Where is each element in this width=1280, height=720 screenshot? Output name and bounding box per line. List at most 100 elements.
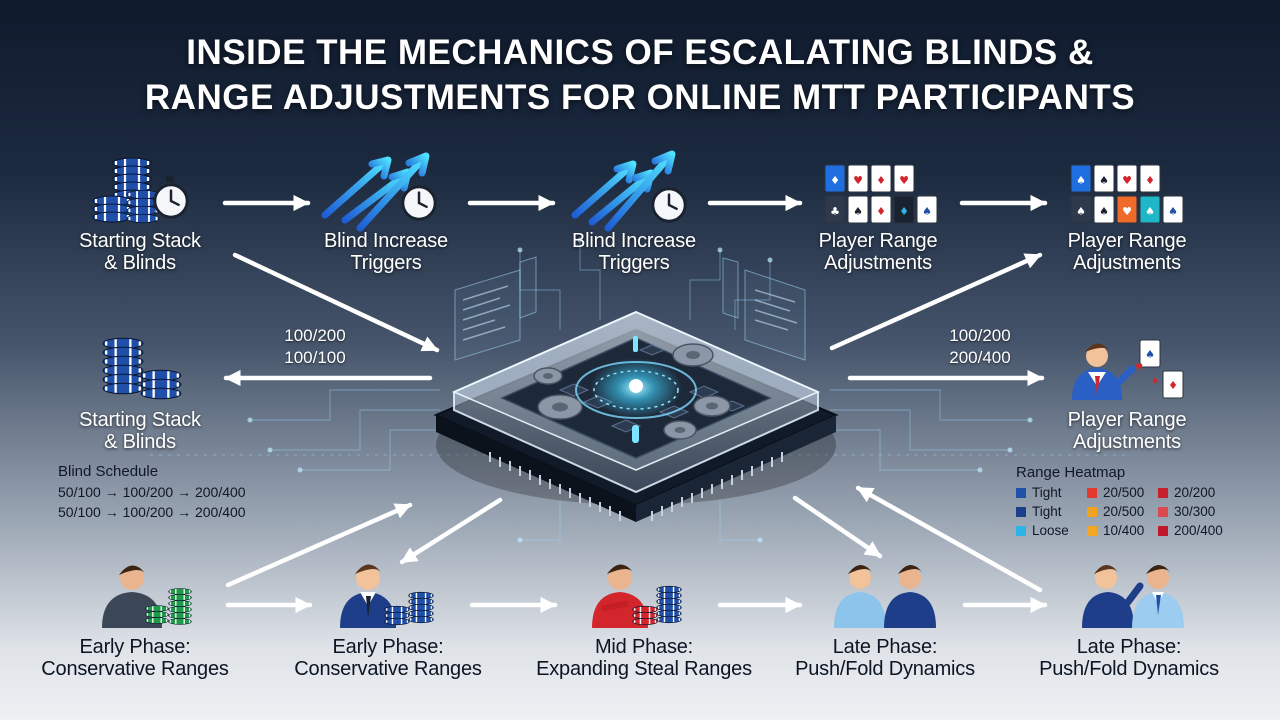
svg-text:♥: ♥ xyxy=(1122,205,1132,218)
heatmap-label: 20/500 xyxy=(1103,504,1145,519)
chip-stack-icon xyxy=(383,591,435,626)
heatmap-swatch xyxy=(1158,487,1168,498)
svg-text:♠: ♠ xyxy=(922,205,932,218)
heatmap-legend-item: 200/400 xyxy=(1158,521,1228,540)
card-suits: ♦♥ ♦♥ ♣♠ ♦♦ ♠ xyxy=(830,174,932,218)
blind-schedule-line: 50/100 → 100/200 → 200/400 xyxy=(58,504,246,520)
blind-level-left: 100/200 100/100 xyxy=(284,326,346,367)
svg-text:♦: ♦ xyxy=(1151,377,1159,387)
title-line-1: INSIDE THE MECHANICS OF ESCALATING BLIND… xyxy=(186,33,1094,72)
svg-text:♥: ♥ xyxy=(1122,174,1132,187)
svg-text:♦: ♦ xyxy=(876,205,886,218)
heatmap-label: 10/400 xyxy=(1103,523,1145,538)
heatmap-swatch xyxy=(1087,487,1097,498)
label-mid-phase: Mid Phase:Expanding Steal Ranges xyxy=(536,636,752,680)
player-icon xyxy=(884,564,936,628)
heatmap-legend-item: 20/500 xyxy=(1087,483,1158,502)
heatmap-legend-item: Tight xyxy=(1016,502,1087,521)
heatmap-swatch xyxy=(1016,487,1026,498)
label-late-phase-2: Late Phase:Push/Fold Dynamics xyxy=(1039,636,1219,680)
heatmap-label: 200/400 xyxy=(1174,523,1223,538)
player-icon xyxy=(340,564,396,628)
heatmap-swatch xyxy=(1087,506,1097,517)
heatmap-row: Tight 20/500 20/200 xyxy=(1016,483,1228,502)
label-starting-stack: Starting Stack& Blinds xyxy=(79,230,201,274)
player-icon xyxy=(1132,564,1184,628)
flow-arrows xyxy=(222,194,1048,614)
player-icon: ♠ ♦ ♥ ♦ xyxy=(1072,339,1184,400)
heatmap-swatch xyxy=(1087,525,1097,536)
heatmap-swatch xyxy=(1158,525,1168,536)
clock-icon xyxy=(401,185,437,221)
page-title: INSIDE THE MECHANICS OF ESCALATING BLIND… xyxy=(0,30,1280,120)
panel-text-lines xyxy=(462,285,798,341)
playing-cards-icon xyxy=(1070,164,1184,224)
chip-stack-icon xyxy=(144,587,193,626)
blind-schedule: Blind Schedule 50/100 → 100/200 → 200/40… xyxy=(58,462,246,522)
heatmap-row: Loose 10/400 200/400 xyxy=(1016,521,1228,540)
chip-stack-icon xyxy=(101,337,183,400)
arrow-hub-to-late xyxy=(792,495,883,559)
blind-level-right: 100/200 200/400 xyxy=(949,326,1011,367)
heatmap-legend-item: 30/300 xyxy=(1158,502,1228,521)
heatmap-label: Tight xyxy=(1032,504,1062,519)
svg-text:♠: ♠ xyxy=(1168,205,1178,218)
heatmap-row: Tight 20/500 30/300 xyxy=(1016,502,1228,521)
heatmap-legend-item: 20/200 xyxy=(1158,483,1228,502)
circuit-lines xyxy=(150,240,1130,541)
heatmap-legend-item: Loose xyxy=(1016,521,1087,540)
clock-icon xyxy=(651,187,687,223)
svg-text:♣: ♣ xyxy=(830,205,840,218)
player-icon xyxy=(592,564,648,628)
label-early-phase-1: Early Phase:Conservative Ranges xyxy=(41,636,229,680)
label-early-phase-2: Early Phase:Conservative Ranges xyxy=(294,636,482,680)
circuit-nodes xyxy=(247,237,1033,543)
arrow-hub-to-early xyxy=(399,497,503,565)
heatmap-legend-item: 10/400 xyxy=(1087,521,1158,540)
svg-text:♥: ♥ xyxy=(853,174,863,187)
heatmap-legend-item: Tight xyxy=(1016,483,1087,502)
svg-text:♠: ♠ xyxy=(1076,174,1086,187)
player-icon xyxy=(1082,564,1144,628)
blind-schedule-line: 50/100 → 100/200 → 200/400 xyxy=(58,484,246,500)
svg-text:♦: ♦ xyxy=(1145,174,1155,187)
heatmap-label: Loose xyxy=(1032,523,1069,538)
svg-text:♥: ♥ xyxy=(1135,363,1143,373)
heatmap-swatch xyxy=(1016,525,1026,536)
card-suits: ♠♠ ♥♦ ♠♠ ♥♠ ♠ xyxy=(1076,174,1178,218)
range-heatmap-heading: Range Heatmap xyxy=(1016,464,1126,481)
label-starting-stack-mid: Starting Stack& Blinds xyxy=(79,409,201,453)
svg-text:♠: ♠ xyxy=(1145,348,1155,361)
heatmap-label: 20/200 xyxy=(1174,485,1216,500)
data-panels xyxy=(454,256,806,361)
arrow-diag-start-to-hub xyxy=(232,252,440,353)
svg-text:♠: ♠ xyxy=(1145,205,1155,218)
arrow-early-to-hub xyxy=(225,502,413,588)
arrow-late-to-hub xyxy=(855,485,1043,593)
heatmap-label: 30/300 xyxy=(1174,504,1216,519)
svg-text:♠: ♠ xyxy=(853,205,863,218)
svg-text:♥: ♥ xyxy=(899,174,909,187)
heatmap-label: 20/500 xyxy=(1103,485,1145,500)
svg-text:♦: ♦ xyxy=(899,205,909,218)
title-line-2: RANGE ADJUSTMENTS FOR ONLINE MTT PARTICI… xyxy=(144,78,1136,117)
player-icon xyxy=(834,564,886,628)
heatmap-swatch xyxy=(1158,506,1168,517)
stopwatch-icon xyxy=(153,176,189,219)
heatmap-legend-item: 20/500 xyxy=(1087,502,1158,521)
rising-arrows-icon xyxy=(571,150,676,232)
svg-text:♠: ♠ xyxy=(1076,205,1086,218)
chip-stack-icon xyxy=(91,156,161,224)
svg-text:♦: ♦ xyxy=(1168,379,1178,392)
arrow-hub-to-range xyxy=(829,252,1043,351)
heatmap-swatch xyxy=(1016,506,1026,517)
